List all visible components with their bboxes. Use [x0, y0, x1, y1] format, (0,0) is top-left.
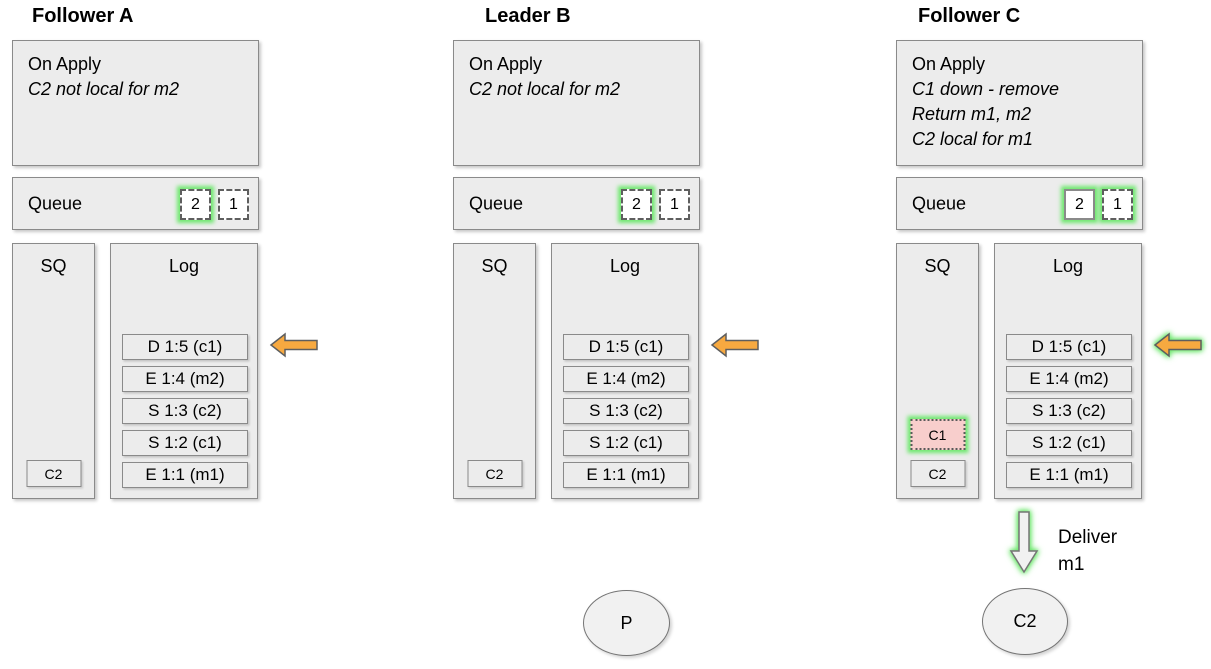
queue-item-1: 1 [218, 189, 249, 220]
node-leader-b: Leader B On Apply C2 not local for m2 Qu… [453, 0, 759, 669]
log-entry: S 1:3 (c2) [122, 398, 248, 424]
log-entry: E 1:1 (m1) [1006, 462, 1132, 488]
queue-item-1: 1 [1102, 189, 1133, 220]
log-box: Log D 1:5 (c1) E 1:4 (m2) S 1:3 (c2) S 1… [994, 243, 1142, 499]
log-entry: E 1:4 (m2) [122, 366, 248, 392]
on-apply-note: C2 not local for m2 [469, 79, 621, 99]
sq-item-c2: C2 [26, 460, 81, 487]
deliver-label: Deliver m1 [1058, 524, 1117, 578]
node-title: Leader B [485, 5, 571, 27]
log-entry: D 1:5 (c1) [563, 334, 689, 360]
log-box: Log D 1:5 (c1) E 1:4 (m2) S 1:3 (c2) S 1… [551, 243, 699, 499]
queue-label: Queue [912, 193, 967, 213]
log-entry: E 1:4 (m2) [1006, 366, 1132, 392]
node-title: Follower A [32, 5, 134, 27]
on-apply-note: C1 down - remove [912, 79, 1060, 99]
on-apply-box: On Apply C1 down - remove Return m1, m2 … [896, 40, 1143, 166]
on-apply-box: On Apply C2 not local for m2 [453, 40, 700, 166]
on-apply-label: On Apply [912, 54, 986, 74]
log-label: Log [609, 256, 641, 276]
on-apply-box: On Apply C2 not local for m2 [12, 40, 259, 166]
log-entry: E 1:1 (m1) [563, 462, 689, 488]
sq-box: SQ C1 C2 [896, 243, 979, 499]
log-label: Log [168, 256, 200, 276]
deliver-label-line1: Deliver [1058, 527, 1118, 548]
queue-box: Queue 2 1 [896, 177, 1143, 230]
log-entry: D 1:5 (c1) [122, 334, 248, 360]
process-p-node: P [583, 590, 670, 656]
sq-label: SQ [481, 256, 508, 276]
client-c2-node: C2 [982, 588, 1068, 655]
queue-box: Queue 2 1 [12, 177, 259, 230]
log-entry: D 1:5 (c1) [1006, 334, 1132, 360]
queue-item-1: 1 [659, 189, 690, 220]
queue-item-2: 2 [180, 189, 211, 220]
log-entry: S 1:2 (c1) [1006, 430, 1132, 456]
queue-item-2: 2 [1064, 189, 1095, 220]
log-entry: S 1:2 (c1) [563, 430, 689, 456]
log-entry: E 1:4 (m2) [563, 366, 689, 392]
sq-box: SQ C2 [12, 243, 95, 499]
log-entry: S 1:2 (c1) [122, 430, 248, 456]
sq-label: SQ [40, 256, 67, 276]
on-apply-note: Return m1, m2 [912, 104, 1032, 124]
sq-item-c1-removed: C1 [910, 419, 965, 450]
left-arrow-icon [710, 332, 759, 358]
queue-box: Queue 2 1 [453, 177, 700, 230]
left-arrow-icon [269, 332, 318, 358]
queue-item-2: 2 [621, 189, 652, 220]
on-apply-label: On Apply [28, 54, 102, 74]
log-entry: S 1:3 (c2) [563, 398, 689, 424]
queue-label: Queue [28, 193, 83, 213]
sq-box: SQ C2 [453, 243, 536, 499]
on-apply-label: On Apply [469, 54, 543, 74]
on-apply-note: C2 not local for m2 [28, 79, 180, 99]
deliver-label-line2: m1 [1058, 554, 1085, 575]
sq-item-c2: C2 [910, 460, 965, 487]
log-entry: S 1:3 (c2) [1006, 398, 1132, 424]
log-box: Log D 1:5 (c1) E 1:4 (m2) S 1:3 (c2) S 1… [110, 243, 258, 499]
sq-label: SQ [924, 256, 951, 276]
node-title: Follower C [918, 5, 1021, 27]
node-follower-c: Follower C On Apply C1 down - remove Ret… [896, 0, 1202, 669]
node-follower-a: Follower A On Apply C2 not local for m2 … [12, 0, 318, 669]
left-arrow-icon [1153, 332, 1202, 358]
queue-label: Queue [469, 193, 524, 213]
on-apply-note: C2 local for m1 [912, 129, 1034, 149]
log-label: Log [1052, 256, 1084, 276]
log-entry: E 1:1 (m1) [122, 462, 248, 488]
sq-item-c2: C2 [467, 460, 522, 487]
down-arrow-icon [1009, 511, 1039, 574]
